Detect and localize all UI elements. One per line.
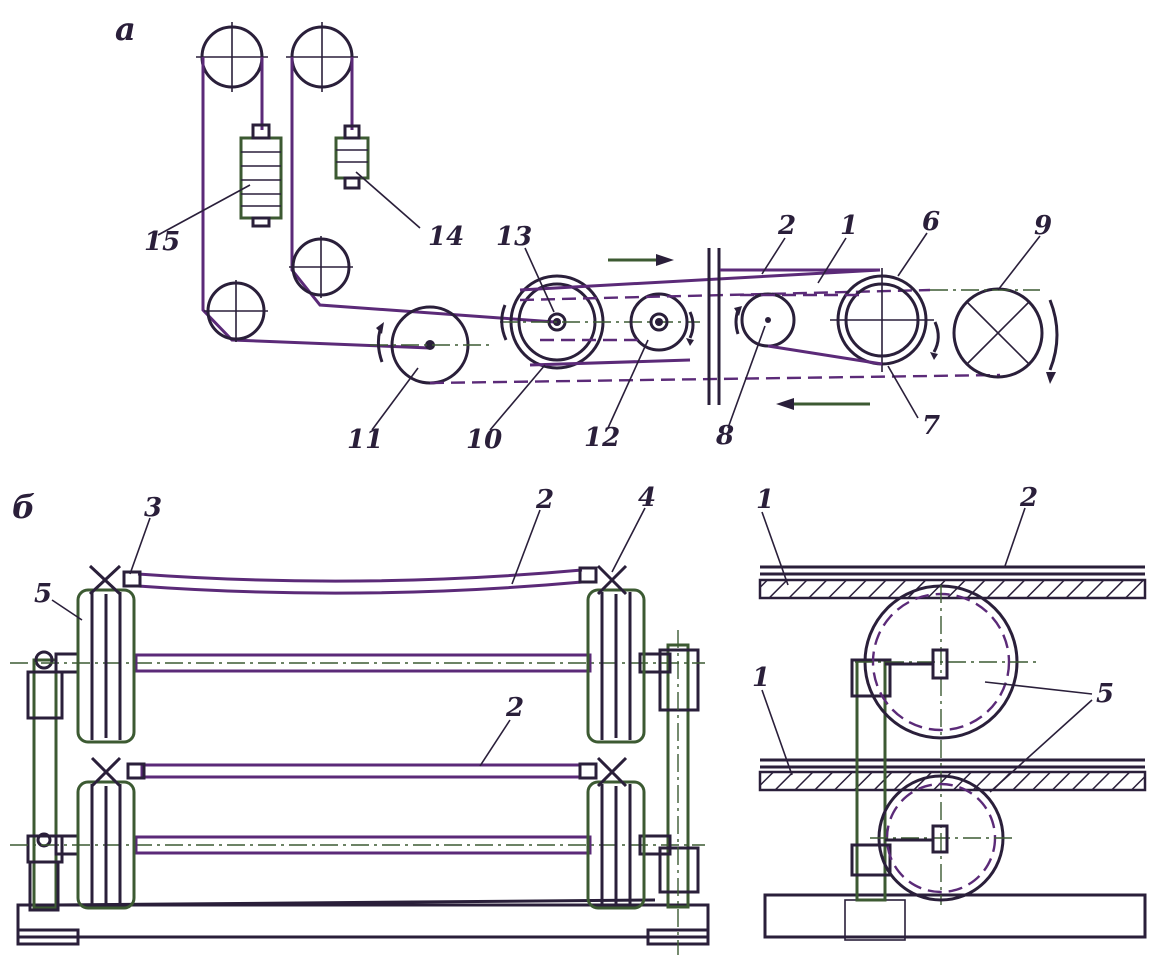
figure-a: а — [115, 10, 1059, 455]
callout-15: 15 — [144, 227, 180, 257]
callout-5-front: 5 — [34, 579, 52, 609]
callout-8: 8 — [715, 421, 734, 451]
belt-6-bottom — [767, 344, 883, 366]
panel-letter-a: а — [115, 10, 136, 48]
callout-1-side-lower: 1 — [752, 663, 770, 693]
right-post — [658, 630, 700, 955]
belt-upper-run — [519, 268, 881, 292]
base-frame — [16, 903, 710, 939]
hose-upper — [88, 564, 628, 596]
callout-2-a: 2 — [777, 211, 796, 241]
panel-letter-b: б — [12, 488, 35, 526]
callout-14: 14 — [428, 222, 464, 252]
arrow-right — [608, 254, 674, 266]
cross-clamp-right — [596, 564, 628, 596]
callout-9: 9 — [1034, 211, 1052, 241]
side-wheel-lower — [870, 774, 1015, 902]
callout-7: 7 — [922, 411, 940, 441]
wheel-upper-left — [76, 588, 136, 744]
wheel-upper-right — [586, 588, 646, 744]
tray-upper-hatched — [758, 578, 1147, 600]
pulley-9 — [930, 287, 1059, 384]
wheel-lower-right — [586, 780, 646, 910]
wheel-lower-left — [76, 780, 136, 910]
callout-2-side: 2 — [1019, 483, 1038, 513]
belt-right-outer — [290, 57, 556, 324]
figure-b-front: б — [10, 483, 710, 955]
callout-1-side-upper: 1 — [756, 485, 774, 515]
pulley-11 — [370, 305, 490, 385]
left-post — [26, 650, 64, 912]
callout-2-b-lower: 2 — [505, 693, 524, 723]
weight-15 — [239, 123, 283, 228]
side-wheel-upper — [855, 584, 1040, 905]
callout-5-side: 5 — [1096, 679, 1114, 709]
tray-lower-hatched — [758, 770, 1147, 792]
cross-clamp-left — [88, 564, 122, 596]
separation-wall — [707, 248, 721, 405]
arrow-left — [776, 398, 870, 410]
side-base — [763, 893, 1147, 939]
callout-13: 13 — [496, 222, 532, 252]
idler-pulley-left — [204, 280, 268, 342]
callout-1-a: 1 — [840, 211, 858, 241]
belt-lower-dashed — [429, 373, 1001, 385]
leader-lines-a — [157, 171, 1041, 431]
belt-lower-short — [529, 358, 691, 367]
lower-shaft — [10, 834, 705, 856]
pulley-12 — [629, 292, 695, 352]
callout-10: 10 — [466, 425, 502, 455]
hose-lower — [90, 756, 628, 788]
callout-12: 12 — [584, 423, 620, 453]
callout-4: 4 — [638, 483, 656, 513]
callout-11: 11 — [347, 425, 383, 455]
callout-3: 3 — [144, 493, 162, 523]
weight-14 — [334, 124, 370, 190]
top-pulley-left — [196, 22, 268, 92]
top-pulley-right — [286, 22, 358, 92]
pulley-8 — [734, 292, 796, 348]
callout-2-b-upper: 2 — [535, 485, 554, 515]
pulley-6 — [830, 268, 940, 372]
belt-left-outer — [201, 57, 431, 350]
idler-pulley-right — [289, 236, 353, 298]
figure-b-side: 1 2 1 5 — [752, 483, 1147, 941]
callout-6: 6 — [922, 207, 940, 237]
